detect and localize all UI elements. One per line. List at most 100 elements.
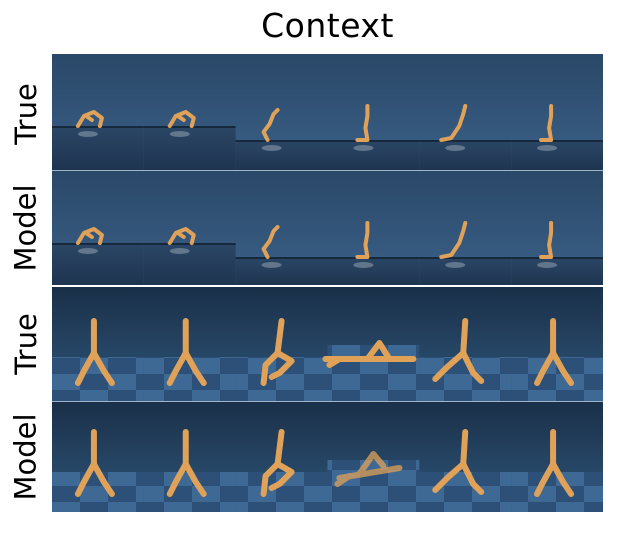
agent-limb [261,108,280,142]
floor-segment [511,140,603,170]
agent-limb [167,227,196,245]
agent-reflection [169,131,190,137]
floor-segment [52,472,144,512]
floor-edge [419,257,512,259]
walker-agent [166,318,207,386]
agent-reflection [77,131,98,137]
agent-limb [90,461,115,497]
agent-limb [355,221,370,259]
agent-layer [74,104,575,497]
walker-agent [432,429,485,495]
agent-limb [364,340,393,362]
floor-edge [419,140,512,142]
agent-limb [439,104,468,142]
floor-layer [52,126,603,512]
walker-agent [322,340,417,368]
hopper-agent [353,104,374,151]
floor-segment [511,257,603,285]
agent-limb [460,318,469,356]
floor-edge [235,140,328,142]
agent-limb [166,350,189,386]
walker-agent [260,318,295,386]
agent-reflection [353,145,374,151]
agent-limb [534,461,557,497]
floor-edge [511,257,603,259]
floor-segment [511,472,603,512]
agent-limb [274,429,285,467]
agent-limb [182,461,207,497]
group-divider [52,285,603,287]
row-separator [52,401,603,402]
floor-segment [143,126,236,170]
hopper-agent [537,104,558,151]
figure-title: Context [261,6,394,45]
floor-segment [327,140,420,170]
agent-reflection [169,248,190,254]
floor-edge [327,140,420,142]
agent-limb [539,104,554,142]
agent-limb [74,350,97,386]
hopper-agent [261,108,282,151]
row-label-model-bottom: Model [9,412,44,501]
agent-reflection [77,248,98,254]
row-label-true-top: True [9,82,44,145]
row-separator [52,170,603,171]
agent-limb [274,318,285,356]
agent-limb [260,350,281,386]
agent-limb [534,350,557,386]
floor-edge [235,257,328,259]
agent-limb [439,221,468,259]
hopper-agent [75,110,104,137]
walker-agent [334,451,403,487]
floor-segment [327,257,420,285]
hopper-agent [261,225,282,268]
agent-limb [460,429,469,467]
hopper-agent [167,110,196,137]
agent-limb [75,110,104,128]
agent-limb [175,231,186,239]
floor-segment [235,357,328,401]
floor-edge [327,257,420,259]
floor-edge [143,243,236,245]
agent-limb [334,473,353,487]
agent-reflection [261,262,282,268]
agent-reflection [537,145,558,151]
floor-segment [143,472,236,512]
hopper-agent [439,221,468,268]
agent-limb [550,350,575,386]
agent-limb [268,461,295,491]
agent-limb [75,227,104,245]
agent-limb [460,461,485,495]
floor-edge [511,140,603,142]
hopper-agent [537,221,558,268]
agent-limb [432,461,467,493]
agent-reflection [261,145,282,151]
floor-segment [235,140,328,170]
hopper-agent [75,227,104,254]
floor-segment [52,126,144,170]
agent-limb [550,461,575,497]
floor-segment [235,257,328,285]
agent-limb [432,350,467,382]
floor-edge [52,126,144,128]
agent-limb [74,461,97,497]
agent-limb [175,114,186,122]
row-label-model-top: Model [9,183,44,272]
agent-limb [166,461,189,497]
agent-limb [182,350,207,386]
walker-agent [534,429,575,497]
hopper-agent [353,221,374,268]
floor-segment [419,140,512,170]
agent-limb [83,231,94,239]
walker-agent [432,318,485,384]
agent-limb [83,114,94,122]
floor-segment [327,460,420,512]
agent-reflection [445,262,466,268]
agent-limb [539,221,554,259]
agent-limb [355,104,370,142]
agent-limb [167,110,196,128]
agent-limb [268,350,295,380]
agent-limb [90,350,115,386]
agent-limb [260,461,281,497]
row-label-true-bottom: True [9,313,44,375]
